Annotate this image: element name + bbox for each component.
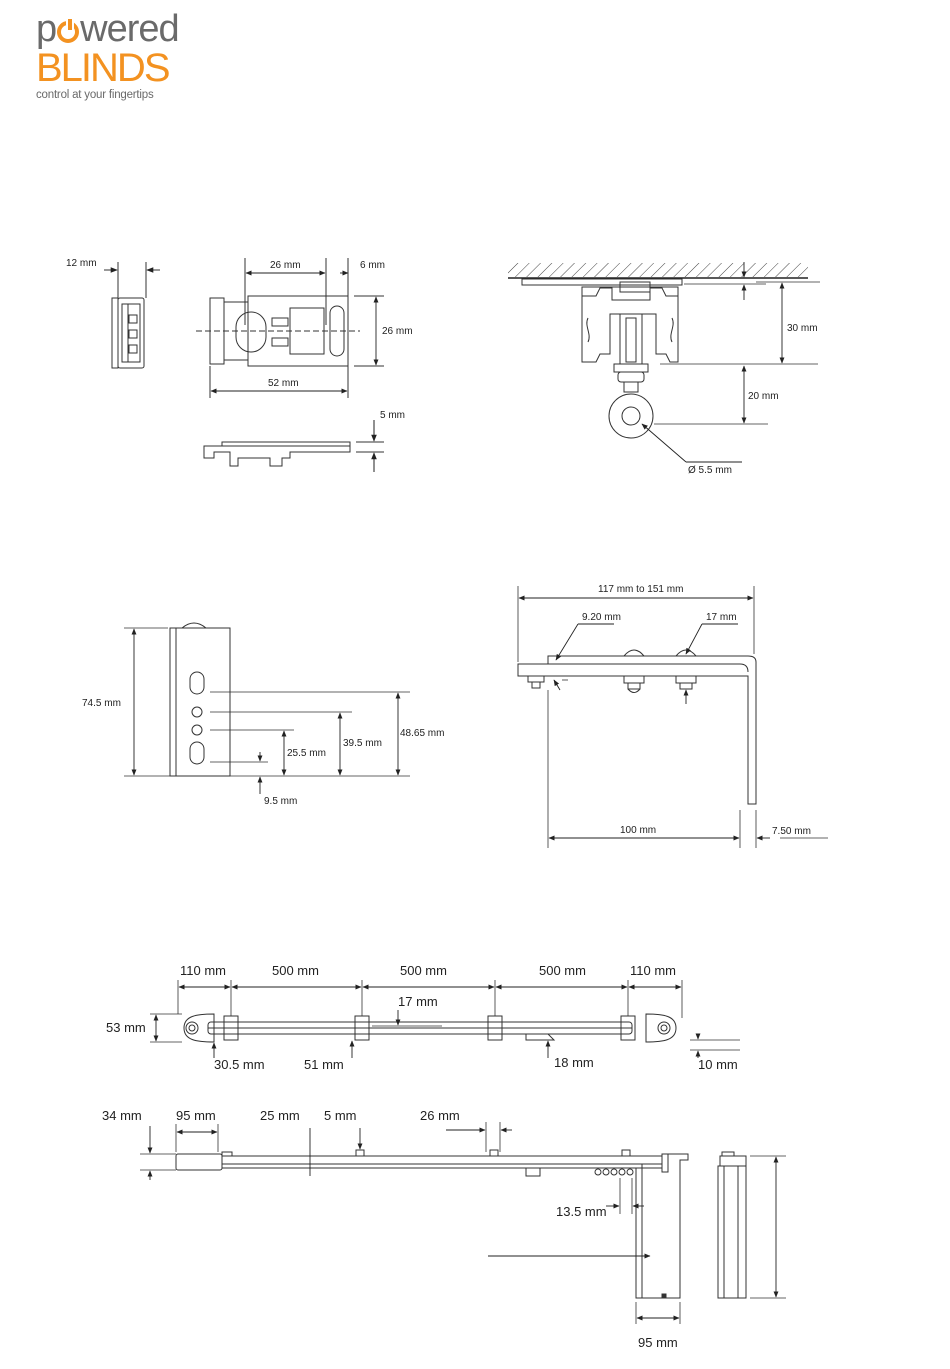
track-height-label: 30 mm (787, 323, 818, 334)
arm-drop-label: 100 mm (620, 825, 656, 836)
arm-range-label: 117 mm to 151 mm (598, 584, 683, 595)
arm-bolt-label: 17 mm (706, 612, 737, 623)
carrier-pitch-label: 26 mm (270, 260, 301, 271)
motor-width-label: 95 mm (638, 1335, 678, 1350)
bracket-plate (124, 623, 410, 794)
glider-width-label: 12 mm (66, 258, 97, 269)
hole-48-label: 48.65 mm (400, 728, 444, 739)
plan-end-left-label: 110 mm (180, 963, 226, 978)
plan-depth-label: 53 mm (106, 1020, 146, 1035)
carrier-thickness-label: 5 mm (380, 410, 405, 421)
carrier-side-view (204, 420, 384, 472)
plan-end-right-label: 110 mm (630, 963, 676, 978)
arm-thickness-label: 7.50 mm (772, 826, 811, 837)
hole-9-label: 9.5 mm (264, 796, 297, 807)
plan-end-offset-label: 30.5 mm (214, 1057, 265, 1072)
elev-13-label: 13.5 mm (556, 1204, 607, 1219)
hook-drop-label: 20 mm (748, 391, 779, 402)
motor-end-view (718, 1152, 746, 1298)
plan-span-1-label: 500 mm (272, 963, 319, 978)
bracket-height-label: 74.5 mm (82, 698, 121, 709)
hole-39-label: 39.5 mm (343, 738, 382, 749)
carrier-height-label: 26 mm (382, 326, 413, 337)
elev-height-label: 34 mm (102, 1108, 142, 1123)
elev-5-label: 5 mm (324, 1108, 357, 1123)
track-plan-view (150, 980, 740, 1058)
hole-25-label: 25.5 mm (287, 748, 326, 759)
track-profile (508, 262, 820, 462)
plan-gap-label: 10 mm (698, 1057, 738, 1072)
carrier-slot-label: 6 mm (360, 260, 385, 271)
eye-diameter-label: Ø 5.5 mm (688, 465, 732, 476)
plan-span-3-label: 500 mm (539, 963, 586, 978)
carrier-length-label: 52 mm (268, 378, 299, 389)
elev-26-label: 26 mm (420, 1108, 460, 1123)
plan-cord-label: 18 mm (554, 1055, 594, 1070)
extension-arm-bracket (518, 586, 828, 848)
plan-clip-label: 17 mm (398, 994, 438, 1009)
elev-25-label: 25 mm (260, 1108, 300, 1123)
carrier-plan-view (196, 258, 384, 398)
track-elevation-view (140, 1122, 786, 1324)
elev-end-label: 95 mm (176, 1108, 216, 1123)
arm-offset-label: 9.20 mm (582, 612, 621, 623)
glider-side-view (104, 262, 160, 368)
plan-clip-offset-label: 51 mm (304, 1057, 344, 1072)
plan-span-2-label: 500 mm (400, 963, 447, 978)
